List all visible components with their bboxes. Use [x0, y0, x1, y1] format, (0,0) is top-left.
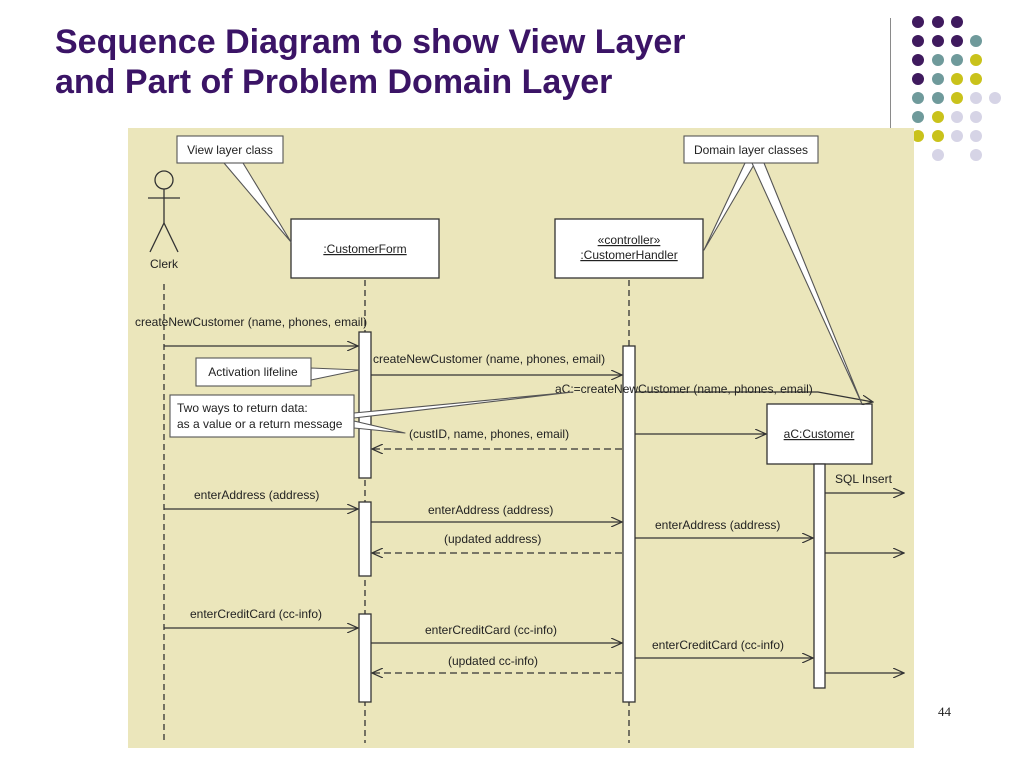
message-label: enterCreditCard (cc-info) — [190, 607, 322, 621]
dot — [951, 73, 963, 85]
dot — [912, 111, 924, 123]
dot — [932, 149, 944, 161]
dot — [912, 54, 924, 66]
message-label: aC:=createNewCustomer (name, phones, ema… — [555, 382, 813, 396]
callout-text: Activation lifeline — [208, 365, 298, 379]
callout-box — [195, 357, 312, 387]
activation-bar — [358, 501, 372, 577]
page-number: 44 — [938, 704, 951, 719]
callout-text: Domain layer classes — [694, 143, 808, 157]
message-label: createNewCustomer (name, phones, email) — [135, 315, 367, 329]
message-label: (updated address) — [444, 532, 541, 546]
message-label: enterAddress (address) — [194, 488, 319, 502]
title-line-1: Sequence Diagram to show View Layer — [55, 23, 686, 61]
dot — [912, 73, 924, 85]
dot — [951, 130, 963, 142]
title-divider — [890, 18, 891, 128]
dot — [932, 16, 944, 28]
activation-bar — [813, 463, 826, 689]
activation-bar — [358, 613, 372, 703]
slide-title: Sequence Diagram to show View Layer and … — [55, 22, 685, 102]
object-customer-form-label: :CustomerForm — [323, 242, 406, 256]
object-customer-box — [766, 403, 873, 465]
object-customer-form-box — [290, 218, 440, 279]
dot — [970, 130, 982, 142]
title-line-2: and Part of Problem Domain Layer — [55, 63, 613, 101]
activation-bar — [358, 331, 372, 479]
callout-box — [169, 394, 355, 438]
object-customer-label: aC:Customer — [784, 427, 855, 441]
message-label: (custID, name, phones, email) — [409, 427, 569, 441]
dot — [932, 73, 944, 85]
dot — [912, 16, 924, 28]
dot — [951, 92, 963, 104]
dot — [970, 149, 982, 161]
dot — [912, 92, 924, 104]
callout-text: View layer class — [187, 143, 273, 157]
actor-clerk — [148, 170, 180, 253]
callout-box — [683, 135, 819, 164]
callout-text: Two ways to return data: — [177, 401, 308, 415]
dot — [970, 54, 982, 66]
dot — [951, 111, 963, 123]
message-label: enterCreditCard (cc-info) — [652, 638, 784, 652]
message-label: createNewCustomer (name, phones, email) — [373, 352, 605, 366]
actor-clerk-label: Clerk — [150, 257, 179, 271]
actor-right-leg — [163, 222, 179, 253]
dot — [951, 16, 963, 28]
dot — [932, 111, 944, 123]
callout-text: as a value or a return message — [177, 417, 343, 431]
dot — [970, 111, 982, 123]
dot — [912, 35, 924, 47]
dot — [970, 35, 982, 47]
message-label: enterCreditCard (cc-info) — [425, 623, 557, 637]
dot — [932, 130, 944, 142]
dot — [932, 54, 944, 66]
dot — [970, 73, 982, 85]
callout-box — [176, 135, 284, 164]
message-label: enterAddress (address) — [655, 518, 780, 532]
object-customer-handler-box — [554, 218, 704, 279]
actor-left-leg — [149, 222, 165, 253]
activation-bar — [622, 345, 636, 703]
message-label: (updated cc-info) — [448, 654, 538, 668]
dot — [932, 35, 944, 47]
dot — [989, 92, 1001, 104]
dot — [951, 35, 963, 47]
object-handler-stereotype: «controller» — [598, 233, 661, 247]
dot — [951, 54, 963, 66]
message-label: enterAddress (address) — [428, 503, 553, 517]
dot — [932, 92, 944, 104]
dot — [970, 92, 982, 104]
message-arrow — [635, 391, 873, 402]
object-handler-label: :CustomerHandler — [580, 248, 677, 262]
message-label: SQL Insert — [835, 472, 893, 486]
sequence-diagram: Clerk :CustomerForm «controller» :Custom… — [128, 128, 914, 748]
